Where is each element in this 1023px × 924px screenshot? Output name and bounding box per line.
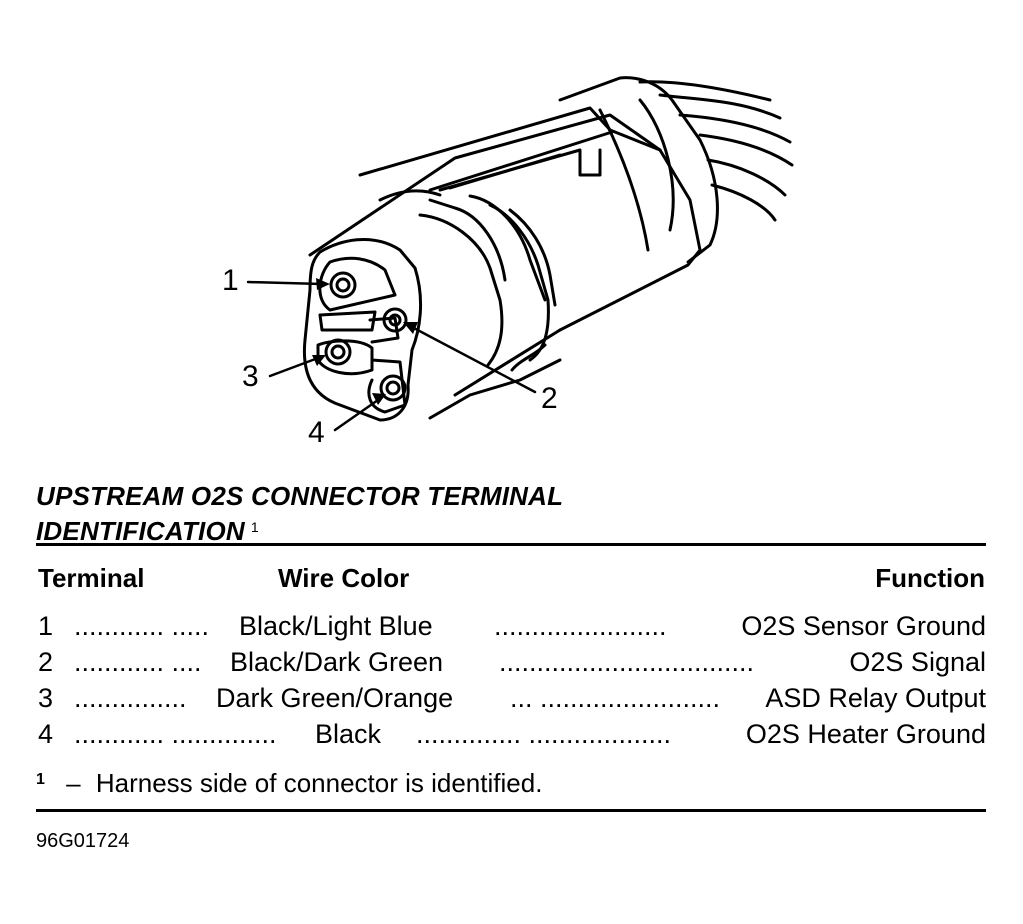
row-wire-color: Black: [315, 719, 382, 749]
row-terminal: 1: [38, 611, 54, 641]
table-row: 1 ............ ..... Black/Light Blue ..…: [36, 609, 986, 643]
table-title: UPSTREAM O2S CONNECTOR TERMINAL IDENTIFI…: [36, 481, 563, 547]
row-leader-dots: ............ ....: [74, 647, 202, 677]
row-function: O2S Heater Ground: [745, 719, 986, 749]
row-leader-dots: ............ ..............: [74, 719, 277, 749]
row-terminal: 2: [38, 647, 54, 677]
table-row: 4 ............ .............. Black ....…: [36, 717, 986, 751]
terminal-cavities: [324, 271, 408, 402]
row-function: O2S Signal: [849, 647, 986, 677]
row-function: ASD Relay Output: [765, 683, 986, 713]
row-wire-color: Dark Green/Orange: [216, 683, 454, 713]
title-note-ref: 1: [250, 519, 259, 535]
row-function: O2S Sensor Ground: [741, 611, 986, 641]
title-line-2: IDENTIFICATION: [36, 516, 245, 546]
harness-wires: [638, 80, 794, 222]
header-terminal: Terminal: [38, 563, 145, 593]
footnote-dash: –: [66, 768, 81, 798]
row-leader-dots: ...............: [74, 683, 187, 713]
connector-body: [308, 106, 702, 420]
footnote-mark: 1: [36, 771, 45, 788]
figure-code: 96G01724: [36, 830, 130, 852]
row-leader-dots: ..................................: [499, 647, 755, 677]
row-wire-color: Black/Dark Green: [230, 647, 444, 677]
header-wire-color: Wire Color: [278, 563, 410, 593]
row-leader-dots: ... ........................: [510, 683, 721, 713]
top-rule: [36, 543, 986, 546]
row-terminal: 3: [38, 683, 54, 713]
row-terminal: 4: [38, 719, 54, 749]
row-leader-dots: .......................: [494, 611, 675, 641]
connector-boot: [558, 76, 719, 264]
connector-face: [302, 237, 423, 422]
table-row: 3 ............... Dark Green/Orange ... …: [36, 681, 986, 715]
title-line-1: UPSTREAM O2S CONNECTOR TERMINAL: [36, 481, 564, 511]
footnote-text: Harness side of connector is identified.: [95, 768, 543, 798]
row-wire-color: Black/Light Blue: [239, 611, 433, 641]
row-leader-dots: ............ .....: [74, 611, 210, 641]
callout-1: 1: [222, 264, 239, 297]
row-leader-dots: .............. ...................: [416, 719, 672, 749]
callout-4: 4: [308, 416, 325, 449]
leader-lines: [246, 280, 537, 432]
footnote: 1 – Harness side of connector is identif…: [36, 763, 542, 800]
callout-3: 3: [242, 360, 259, 393]
table-row: 2 ............ .... Black/Dark Green ...…: [36, 645, 986, 679]
header-function: Function: [875, 563, 985, 593]
bottom-rule: [36, 809, 986, 812]
callout-2: 2: [541, 382, 558, 415]
connector-illustration: [246, 76, 794, 432]
